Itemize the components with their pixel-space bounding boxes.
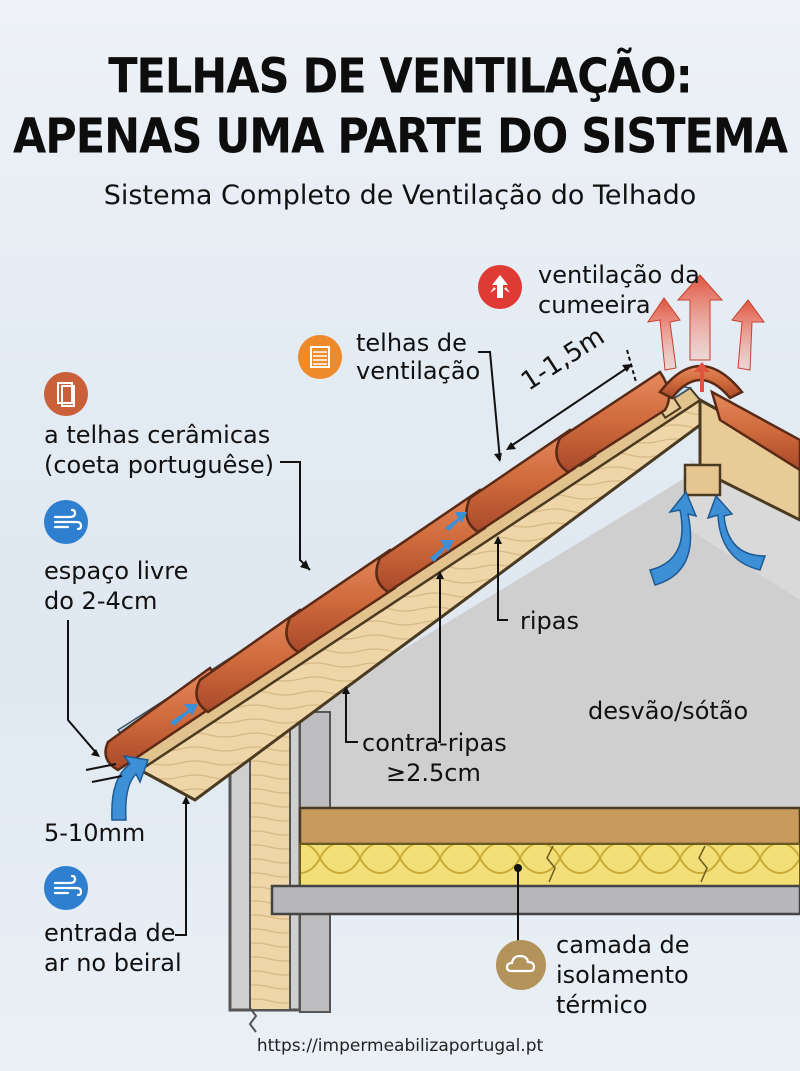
ceiling-board xyxy=(270,884,800,916)
wind-icon xyxy=(44,866,88,910)
subtitle: Sistema Completo de Ventilação do Telhad… xyxy=(103,180,697,211)
insulation-label-3: térmico xyxy=(556,991,648,1019)
vent-tiles-label-2: ventilação xyxy=(356,357,481,385)
air-gap-label-2: do 2-4cm xyxy=(44,587,158,615)
gap-airflow-arrows xyxy=(170,512,467,726)
eave-inlet-arrow xyxy=(111,754,150,821)
vent-grille-icon xyxy=(298,335,342,379)
ridge-cap xyxy=(658,364,744,400)
ridge-beam xyxy=(683,463,722,497)
ceramic-tiles-label-1: a telhas cerâmicas xyxy=(44,421,271,449)
title-line-1: TELHAS DE VENTILAÇÃO: xyxy=(108,49,693,105)
cloud-icon xyxy=(496,940,546,990)
wind-icon xyxy=(44,500,88,544)
website-url[interactable]: https://impermeabilizaportugal.pt xyxy=(256,1036,544,1056)
ridge-exit-arrow xyxy=(694,362,710,392)
attic-label: desvão/sótão xyxy=(588,697,749,725)
ceramic-tiles-label-2: (coeta portuguêse) xyxy=(44,451,275,479)
insulation-label-1: camada de xyxy=(556,931,690,959)
arrow-up-icon xyxy=(478,265,522,309)
counter-battens-label-1: contra-ripas xyxy=(362,729,507,757)
eave-inlet-label-2: ar no beiral xyxy=(44,949,182,977)
wall-stud xyxy=(249,724,291,1011)
attic-airflow-arrows xyxy=(649,490,767,586)
eave-inlet-label-1: entrada de xyxy=(44,919,176,947)
battens-label: ripas xyxy=(520,607,579,635)
tile-icon xyxy=(44,372,88,416)
ridge-airflow-arrows xyxy=(646,274,765,371)
title-line-2: APENAS UMA PARTE DO SISTEMA xyxy=(13,109,788,165)
counter-battens-label-2: ≥2.5cm xyxy=(386,759,481,787)
vent-tiles-label-1: telhas de xyxy=(356,329,467,357)
eave-gap-label: 5-10mm xyxy=(44,819,146,847)
ridge-vent-label-1: ventilação da xyxy=(538,261,700,289)
ceiling-deck xyxy=(298,806,800,846)
insulation-label-2: isolamento xyxy=(556,961,689,989)
ridge-vent-label-2: cumeeira xyxy=(538,291,651,319)
air-gap-label-1: espaço livre xyxy=(44,557,189,585)
